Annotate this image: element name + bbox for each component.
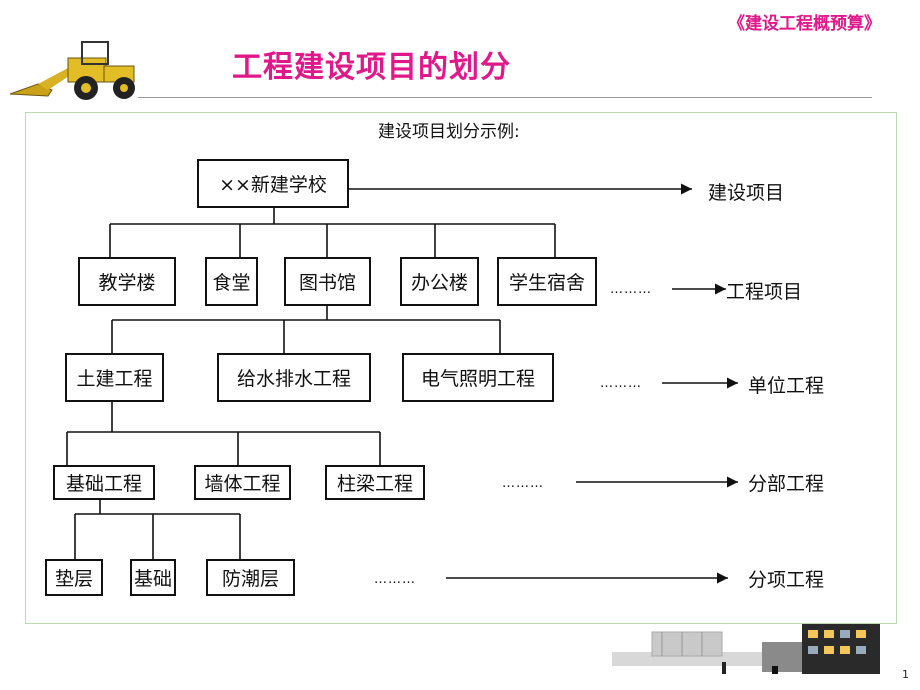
loader-illustration bbox=[8, 38, 140, 106]
node-level2: 办公楼 bbox=[400, 257, 479, 306]
level-label-5: 分项工程 bbox=[748, 569, 825, 591]
diagram-frame bbox=[25, 112, 897, 624]
diagram-caption: 建设项目划分示例: bbox=[378, 122, 520, 142]
level-ellipsis: ……… bbox=[610, 282, 652, 297]
node-level2: 图书馆 bbox=[284, 257, 371, 306]
node-level5: 防潮层 bbox=[206, 559, 295, 596]
level-ellipsis: ……… bbox=[600, 376, 642, 391]
node-level4: 柱梁工程 bbox=[325, 465, 425, 500]
level-ellipsis: ……… bbox=[374, 572, 416, 587]
node-level5: 基础 bbox=[130, 559, 176, 596]
page-number: 1 bbox=[902, 668, 909, 681]
level-label-2: 工程项目 bbox=[726, 281, 803, 303]
level-label-3: 单位工程 bbox=[748, 375, 825, 397]
buildings-illustration bbox=[612, 622, 894, 682]
level-label-4: 分部工程 bbox=[748, 473, 825, 495]
node-level4: 墙体工程 bbox=[194, 465, 291, 500]
header-divider bbox=[138, 97, 872, 98]
node-level1: ××新建学校 bbox=[197, 159, 349, 208]
level-ellipsis: ……… bbox=[502, 476, 544, 491]
page-title: 工程建设项目的划分 bbox=[232, 50, 511, 85]
node-level2: 学生宿舍 bbox=[497, 257, 597, 306]
node-level3: 电气照明工程 bbox=[402, 353, 554, 402]
node-level4: 基础工程 bbox=[53, 465, 155, 500]
node-level3: 给水排水工程 bbox=[217, 353, 371, 402]
course-title: 《建设工程概预算》 bbox=[728, 14, 881, 34]
node-level5: 垫层 bbox=[45, 559, 103, 596]
node-level2: 教学楼 bbox=[78, 257, 176, 306]
node-level3: 土建工程 bbox=[65, 353, 164, 402]
level-label-1: 建设项目 bbox=[708, 182, 785, 204]
node-level2: 食堂 bbox=[205, 257, 258, 306]
